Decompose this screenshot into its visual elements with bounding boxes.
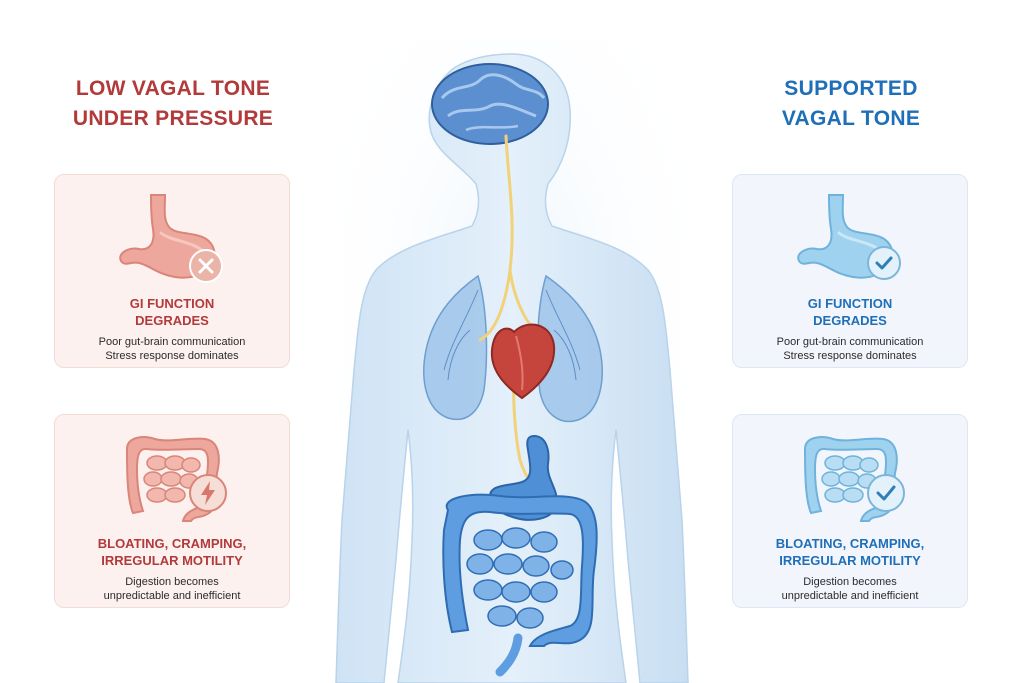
human-body-illustration	[330, 40, 694, 683]
card-title: BLOATING, CRAMPING, IRREGULAR MOTILITY	[97, 536, 247, 568]
check-icon	[867, 474, 905, 512]
left-heading-line-1: LOW VAGAL TONE	[75, 77, 271, 100]
right-card-gi-function: GI FUNCTION DEGRADES Poor gut-brain comm…	[732, 174, 968, 368]
card-description: Digestion becomes unpredictable and inef…	[781, 576, 919, 602]
brain-illustration	[431, 63, 549, 145]
left-card-motility: BLOATING, CRAMPING, IRREGULAR MOTILITY D…	[54, 414, 290, 608]
right-heading: SUPPORTED VAGAL TONE	[718, 74, 984, 134]
card-description: Digestion becomes unpredictable and inef…	[103, 576, 241, 602]
card-description: Poor gut-brain communication Stress resp…	[776, 336, 924, 362]
check-icon	[867, 246, 901, 280]
left-card-gi-function: GI FUNCTION DEGRADES Poor gut-brain comm…	[54, 174, 290, 368]
left-heading: LOW VAGAL TONE UNDER PRESSURE	[40, 74, 306, 134]
right-card-motility: BLOATING, CRAMPING, IRREGULAR MOTILITY D…	[732, 414, 968, 608]
lightning-icon	[189, 474, 227, 512]
lungs-illustration	[423, 274, 603, 423]
right-heading-line-2: VAGAL TONE	[781, 107, 921, 130]
card-title: GI FUNCTION DEGRADES	[807, 296, 893, 328]
left-heading-line-2: UNDER PRESSURE	[72, 107, 274, 130]
heart-illustration	[490, 323, 556, 400]
x-icon	[189, 249, 223, 283]
intestines-illustration	[442, 493, 598, 677]
card-title: GI FUNCTION DEGRADES	[129, 296, 215, 328]
right-heading-line-1: SUPPORTED	[784, 77, 918, 100]
card-description: Poor gut-brain communication Stress resp…	[98, 336, 246, 362]
card-title: BLOATING, CRAMPING, IRREGULAR MOTILITY	[775, 536, 925, 568]
stomach-illustration	[119, 194, 216, 279]
intestines-illustration	[125, 436, 220, 522]
